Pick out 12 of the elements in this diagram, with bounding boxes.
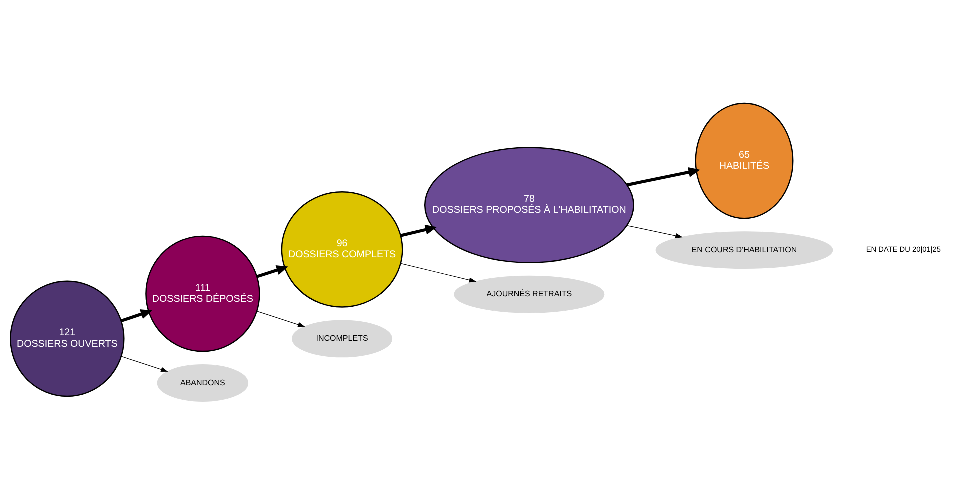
node-ellipse: 65 HABILITÉS <box>695 102 794 219</box>
arrow <box>627 166 700 186</box>
arrow <box>626 224 683 238</box>
arrow <box>400 262 477 282</box>
node-circle: 111 DOSSIERS DÉPOSÉS <box>146 235 260 352</box>
node-circle: 121 DOSSIERS OUVERTS <box>10 280 125 397</box>
arrow <box>256 265 288 278</box>
arrow <box>256 310 306 327</box>
arrow <box>121 356 168 372</box>
arrow <box>400 224 438 237</box>
node-circle: 96 DOSSIERS COMPLETS <box>281 191 404 308</box>
arrow <box>121 309 152 322</box>
